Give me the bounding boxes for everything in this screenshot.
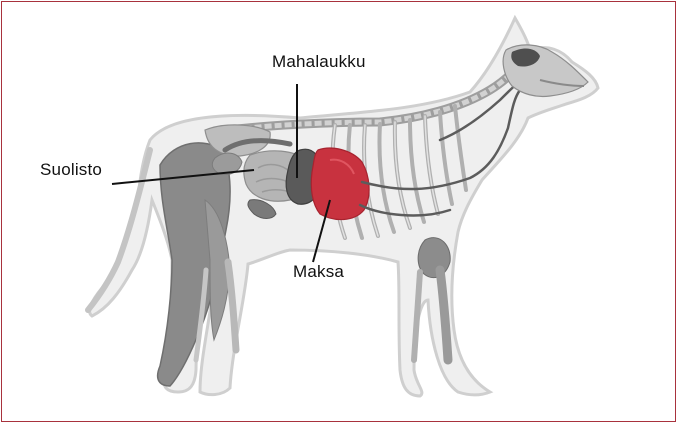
- skull: [503, 45, 588, 97]
- intestines-label: Suolisto: [40, 160, 102, 180]
- liver-label: Maksa: [293, 262, 344, 282]
- stomach-label: Mahalaukku: [272, 52, 366, 72]
